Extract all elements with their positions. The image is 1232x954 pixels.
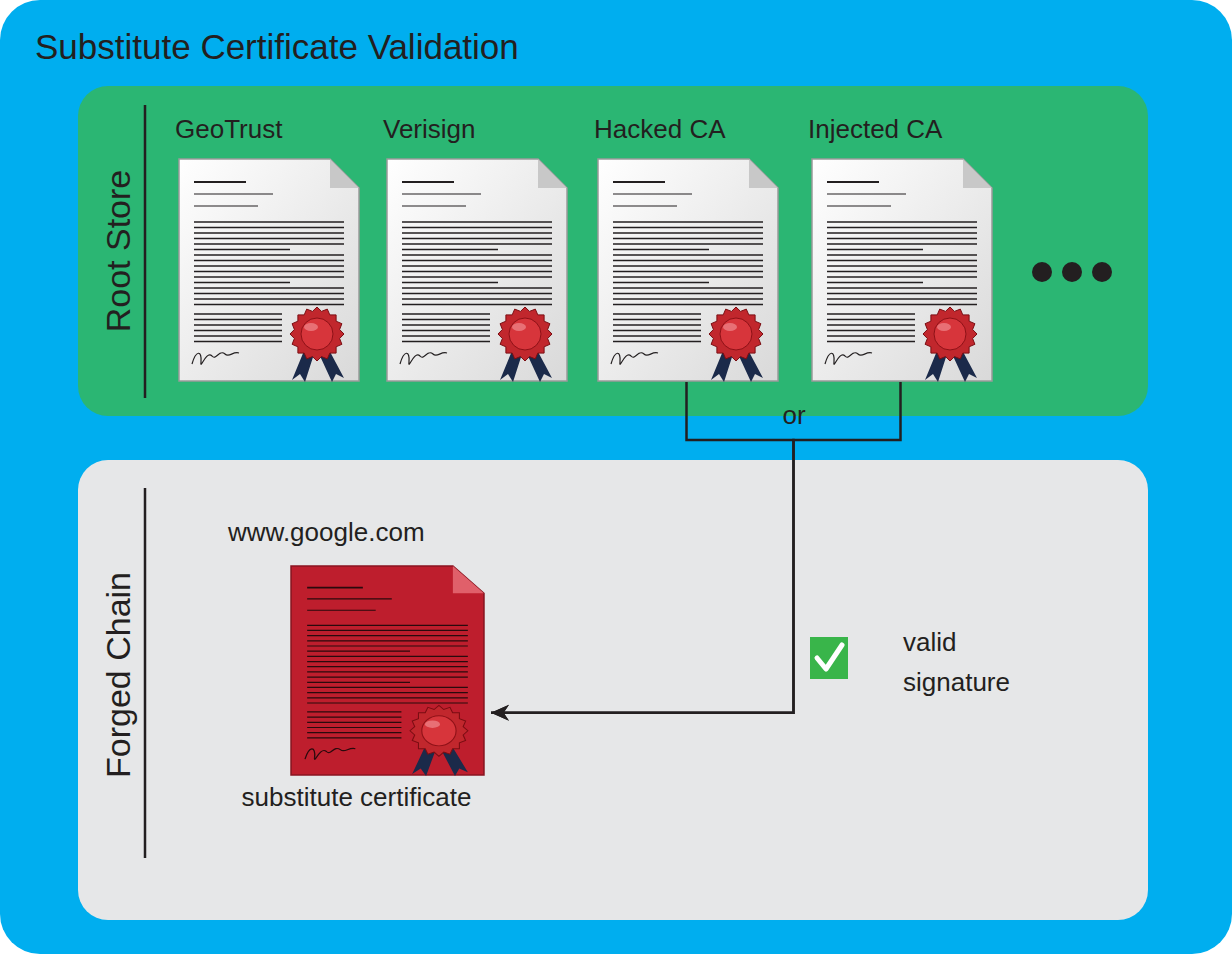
certificate-holder — [178, 158, 360, 382]
certificate-holder — [811, 158, 993, 382]
diagram-title: Substitute Certificate Validation — [35, 28, 519, 67]
root-certificate: GeoTrust — [175, 112, 360, 382]
annotation-label: valid signature — [903, 622, 1033, 702]
separator — [144, 488, 147, 858]
forged-chain-band — [78, 460, 1148, 920]
band-label: Root Store — [101, 170, 135, 333]
certificate-icon — [178, 158, 360, 382]
separator — [144, 105, 147, 398]
connector-line — [491, 382, 794, 713]
ellipsis-dots — [1032, 262, 1112, 282]
certificate-icon — [386, 158, 568, 382]
root-store-band — [78, 86, 1148, 416]
domain-label: www.google.com — [228, 515, 485, 549]
arrowhead — [491, 705, 509, 721]
connector — [491, 382, 794, 721]
connector-line — [491, 382, 901, 713]
certificate-caption: substitute certificate — [228, 780, 485, 814]
root-certificate: Hacked CA — [594, 112, 779, 382]
connector — [491, 382, 901, 721]
ca-name: GeoTrust — [175, 112, 360, 146]
band: Root Store GeoTrust Verisign Hacked CA Injec… — [78, 86, 1148, 416]
arrowhead — [491, 705, 509, 721]
ca-name: Hacked CA — [594, 112, 779, 146]
certificate-holder — [386, 158, 568, 382]
certificate-icon — [811, 158, 993, 382]
certificate-icon — [597, 158, 779, 382]
annotation-label: or — [782, 400, 805, 431]
ca-name: Injected CA — [808, 112, 993, 146]
band-label: Forged Chain — [101, 572, 135, 778]
certificate-holder — [597, 158, 779, 382]
root-certificate: Verisign — [383, 112, 568, 382]
certificate-icon — [290, 565, 485, 776]
check-mark — [810, 637, 848, 679]
root-certificate: Injected CA — [808, 112, 993, 382]
ca-name: Verisign — [383, 112, 568, 146]
certificate-holder — [290, 565, 485, 776]
substitute-certificate: www.google.com substitute certificate — [228, 515, 485, 814]
